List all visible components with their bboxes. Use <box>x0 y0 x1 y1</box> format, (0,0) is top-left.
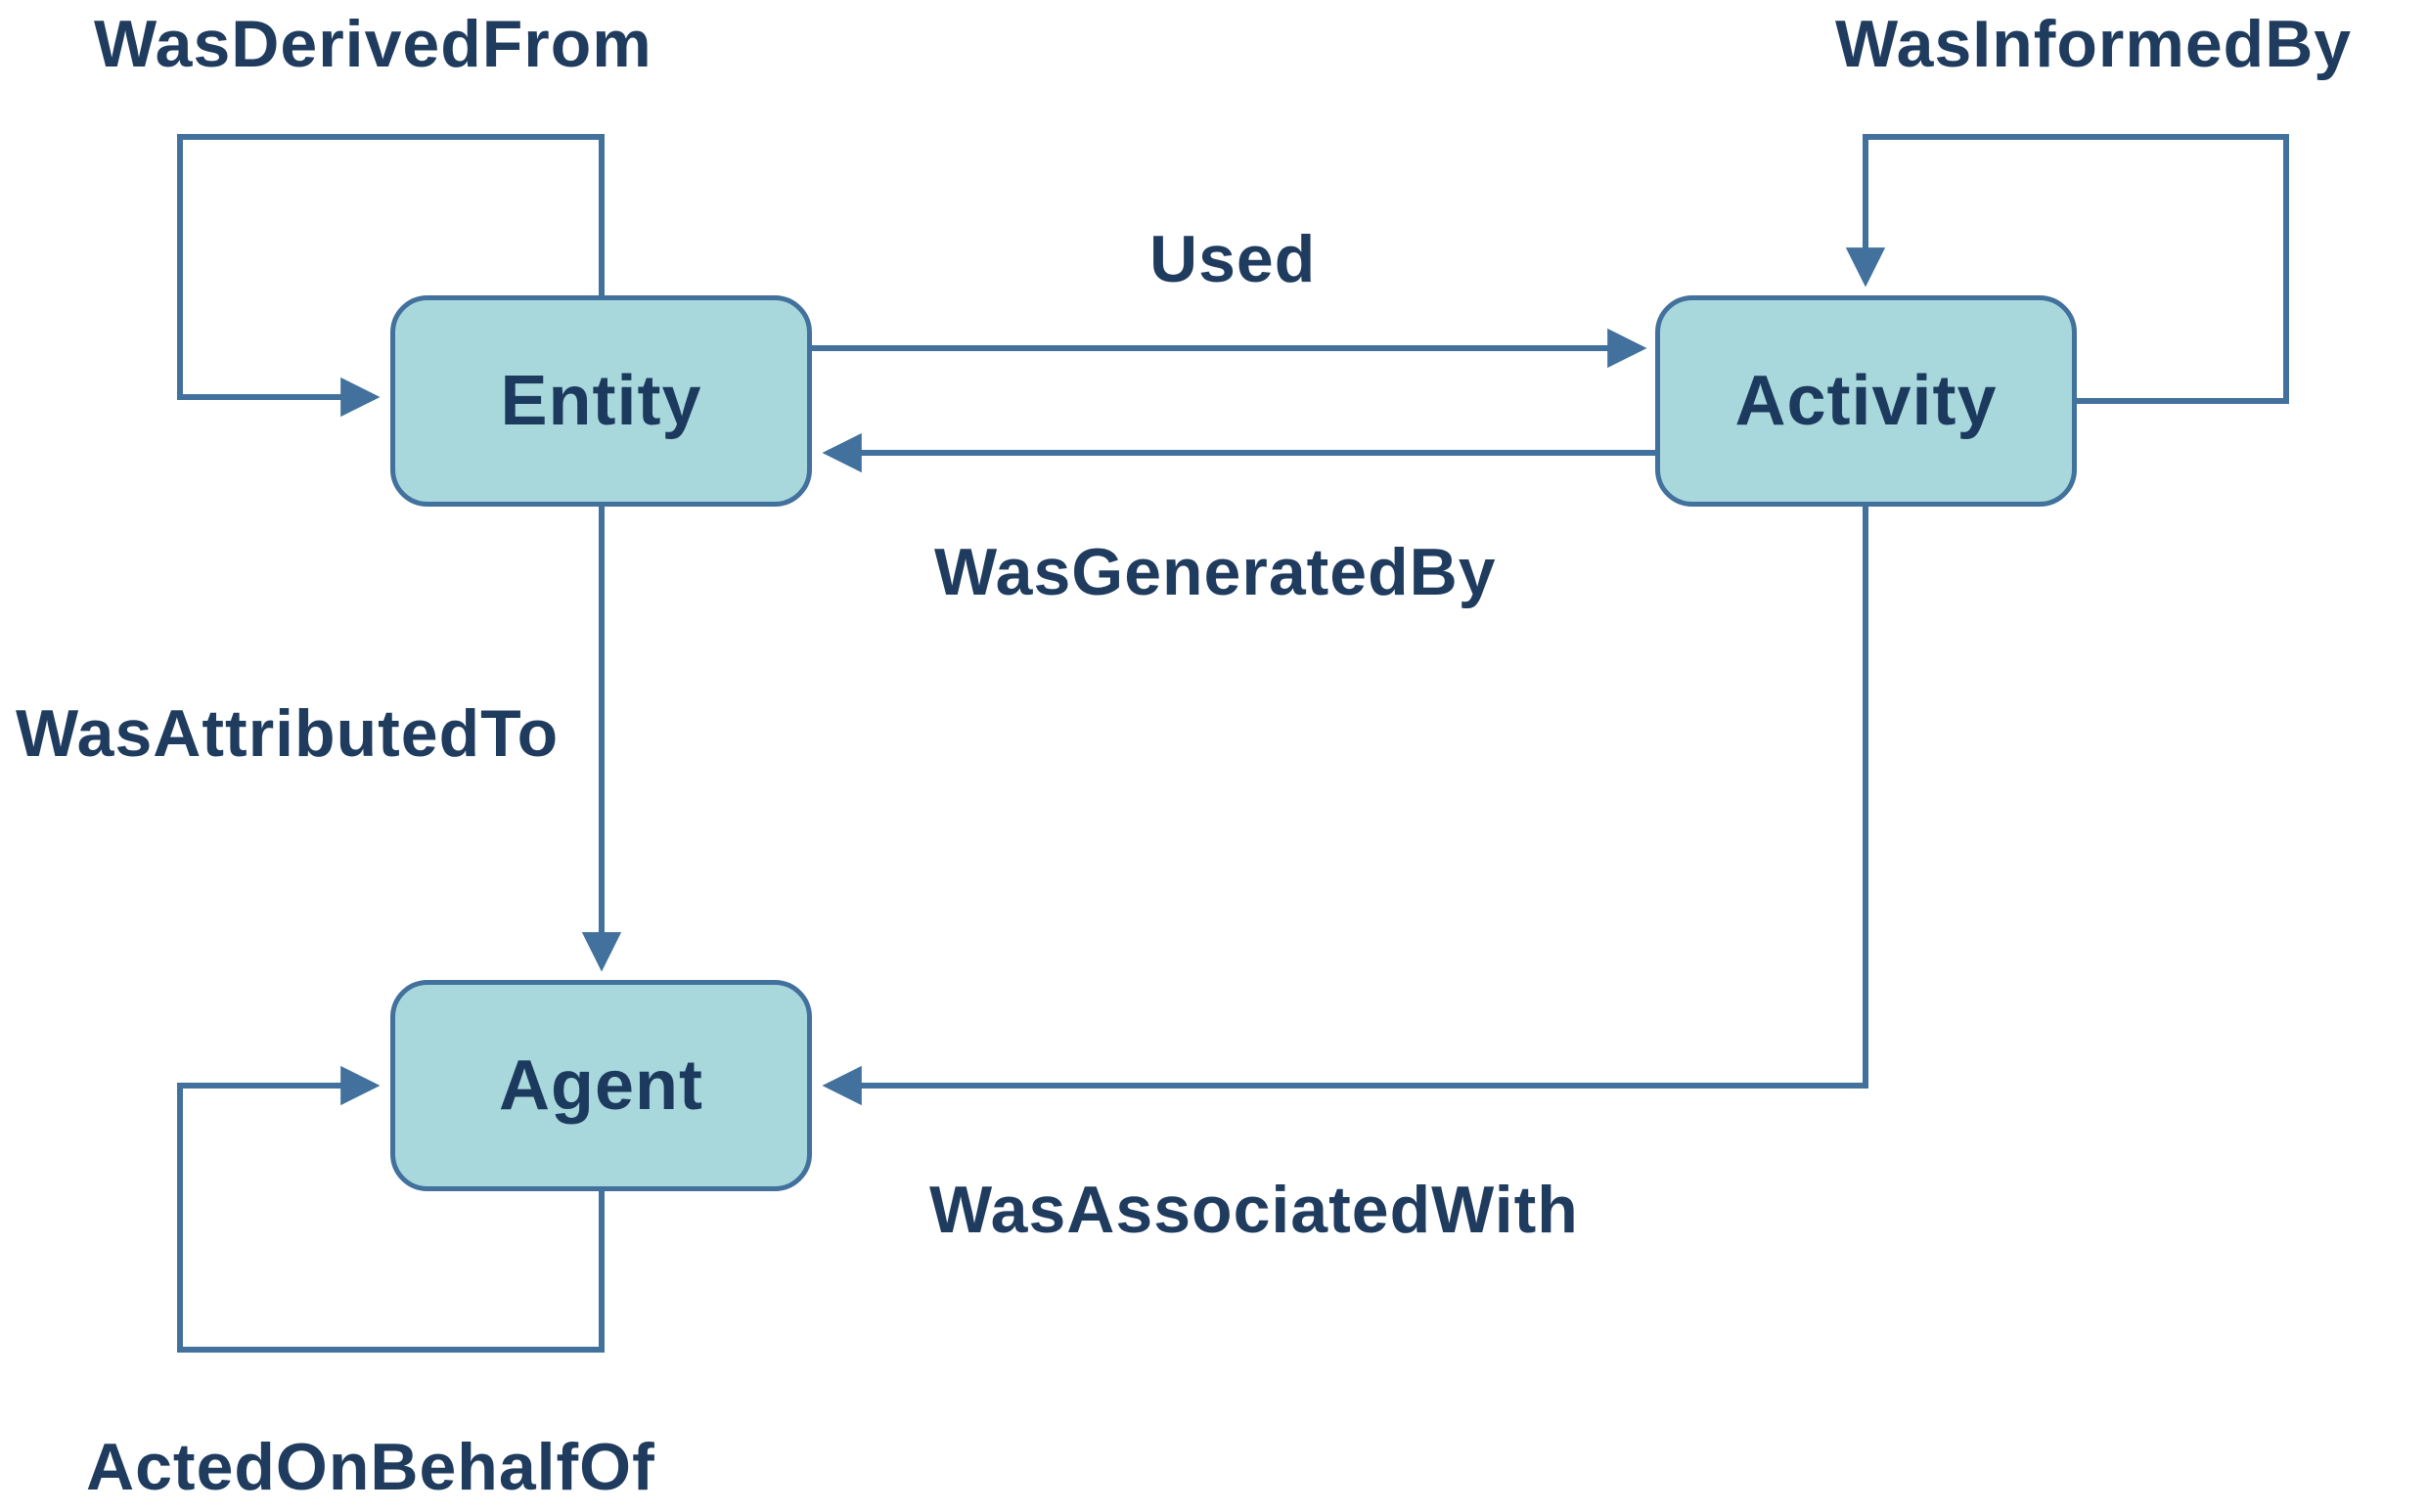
edge-label-wasattributedto: WasAttributedTo <box>16 696 560 771</box>
edge-label-wasassociatedwith: WasAssociatedWith <box>929 1173 1579 1247</box>
node-entity-label: Entity <box>500 362 702 440</box>
edge-label-actedonbehalfof: ActedOnBehalfOf <box>86 1430 655 1504</box>
edge-wasinformedby <box>1845 134 2289 404</box>
edge-wasderivedfrom <box>177 134 605 418</box>
edge-label-wasinformedby: WasInformedBy <box>1835 7 2353 81</box>
node-entity: Entity <box>390 295 812 507</box>
edge-actedonbehalfof <box>177 1065 605 1353</box>
node-agent-label: Agent <box>499 1046 703 1125</box>
edge-label-used: Used <box>1149 222 1317 296</box>
node-agent: Agent <box>390 980 812 1191</box>
edge-label-wasgeneratedby: WasGeneratedBy <box>934 535 1497 609</box>
edge-label-wasderivedfrom: WasDerivedFrom <box>94 7 652 81</box>
node-activity: Activity <box>1655 295 2077 507</box>
edge-wasassociatedwith <box>822 507 1868 1106</box>
node-activity-label: Activity <box>1734 362 1998 440</box>
